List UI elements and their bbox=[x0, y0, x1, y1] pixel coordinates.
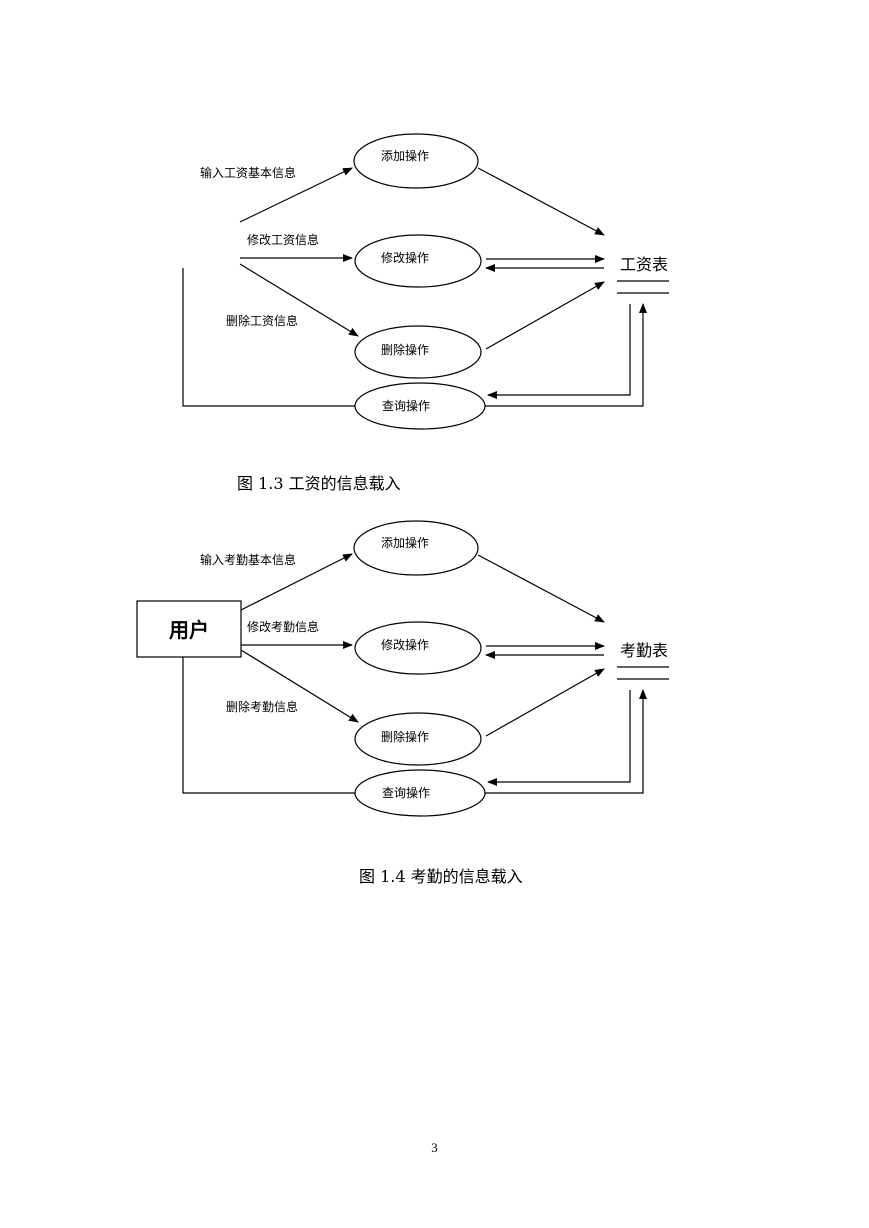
store-label: 考勤表 bbox=[620, 641, 668, 660]
query-to-store-arrow bbox=[485, 303, 647, 407]
process-query-label: 查询操作 bbox=[382, 398, 430, 413]
user-label: 用户 bbox=[169, 618, 209, 642]
store-to-query-arrow bbox=[487, 304, 631, 399]
process-modify-label: 修改操作 bbox=[381, 637, 429, 652]
page-number: 3 bbox=[431, 1140, 438, 1155]
delete-to-store-arrow bbox=[485, 281, 605, 350]
add-to-store-arrow bbox=[477, 554, 605, 623]
process-add-label: 添加操作 bbox=[381, 535, 429, 550]
add-to-store-arrow bbox=[477, 167, 605, 236]
process-delete bbox=[354, 325, 482, 379]
flow-modify-label: 修改考勤信息 bbox=[247, 619, 319, 634]
process-delete bbox=[354, 712, 482, 766]
process-add-label: 添加操作 bbox=[381, 148, 429, 163]
flow-input-label: 输入工资基本信息 bbox=[200, 165, 296, 180]
flow-delete-arrow bbox=[240, 649, 359, 723]
query-return-line bbox=[182, 657, 355, 794]
figure-1-4: 用户 输入考勤基本信息 修改考勤信息 删除考勤信息 添加操作 修改操作 删除操作… bbox=[136, 520, 669, 817]
figure-1-3: 输入工资基本信息 修改工资信息 删除工资信息 添加操作 修改操作 删除操作 查询… bbox=[182, 133, 669, 430]
process-modify bbox=[354, 234, 482, 288]
query-return-line bbox=[182, 268, 355, 407]
process-modify bbox=[354, 621, 482, 675]
process-delete-label: 删除操作 bbox=[381, 342, 429, 357]
store-to-query-arrow bbox=[487, 690, 631, 786]
flow-delete-arrow bbox=[239, 263, 359, 337]
flow-input-label: 输入考勤基本信息 bbox=[200, 552, 296, 567]
figure-1-4-caption: 图 1.4 考勤的信息载入 bbox=[359, 867, 523, 886]
process-delete-label: 删除操作 bbox=[381, 729, 429, 744]
query-to-store-arrow bbox=[485, 689, 647, 794]
flow-input-arrow bbox=[239, 167, 353, 223]
process-query-label: 查询操作 bbox=[382, 785, 430, 800]
process-add bbox=[353, 133, 479, 189]
delete-to-store-arrow bbox=[485, 668, 605, 737]
process-add bbox=[353, 520, 479, 576]
user-box bbox=[136, 600, 242, 658]
flow-input-arrow bbox=[240, 553, 353, 611]
flow-delete-label: 删除工资信息 bbox=[226, 313, 298, 328]
flow-delete-label: 删除考勤信息 bbox=[226, 699, 298, 714]
flow-modify-label: 修改工资信息 bbox=[247, 232, 319, 247]
store-label: 工资表 bbox=[620, 255, 668, 274]
figure-1-3-caption: 图 1.3 工资的信息载入 bbox=[237, 474, 401, 493]
process-modify-label: 修改操作 bbox=[381, 250, 429, 265]
